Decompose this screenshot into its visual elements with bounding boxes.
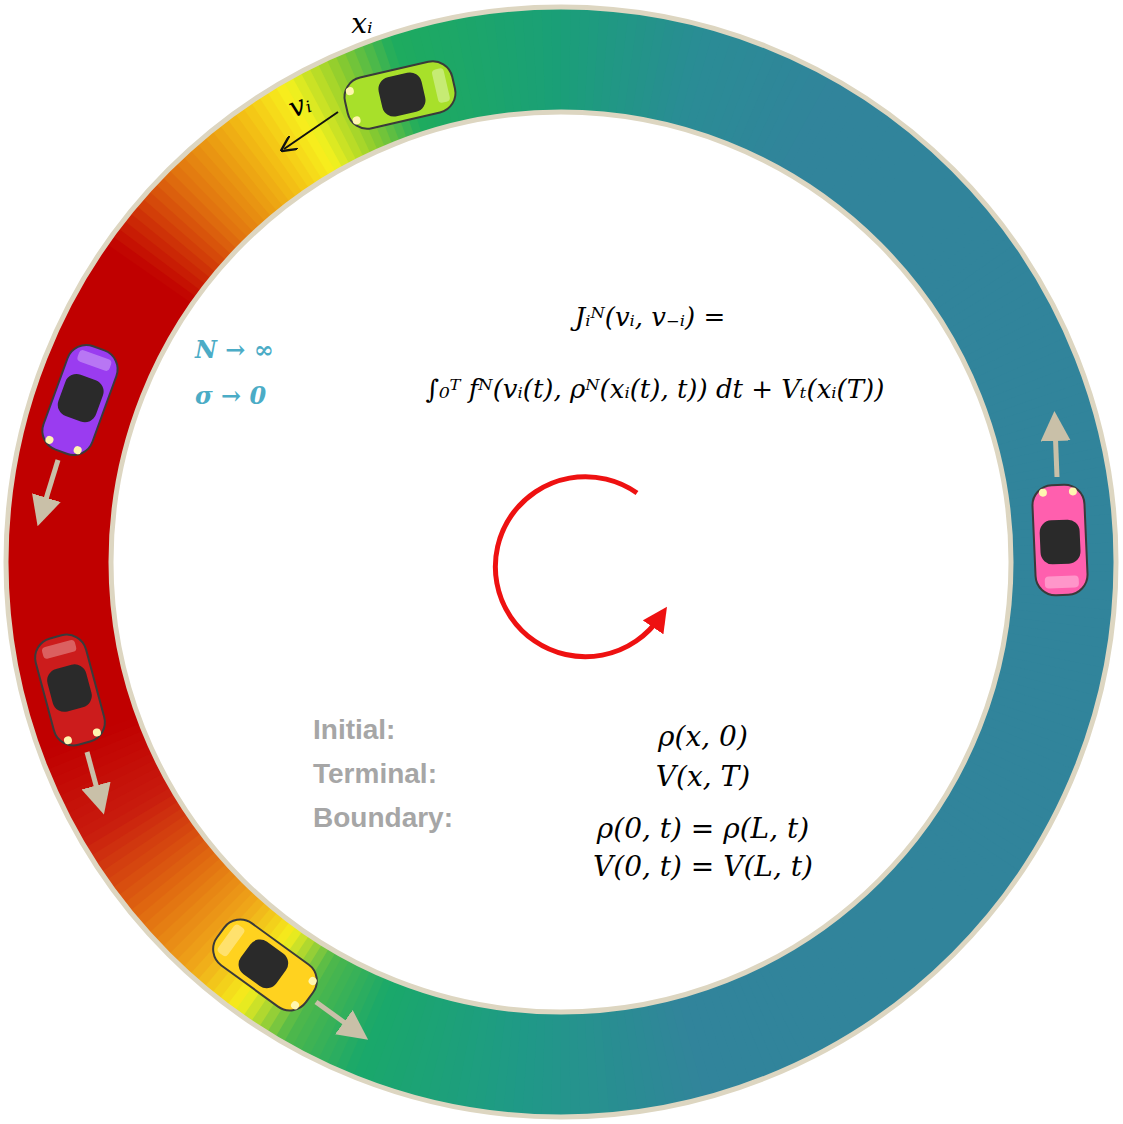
condition-formula: V(x, T): [656, 760, 750, 794]
motion-arrow: [316, 1002, 356, 1031]
car: [31, 630, 110, 750]
position-label: xᵢ: [351, 7, 372, 41]
motion-arrow: [42, 460, 58, 512]
condition-heading: Initial:: [313, 713, 395, 747]
motion-arrow: [87, 752, 100, 800]
car: [37, 339, 123, 460]
limit-label: N → ∞: [195, 336, 274, 365]
ring-outer-edge: [6, 7, 1116, 1117]
car: [205, 912, 325, 1019]
velocity-label: vᵢ: [284, 87, 316, 126]
ring-road: [59, 60, 1064, 1065]
limit-label: σ → 0: [195, 382, 266, 411]
car: [341, 57, 460, 132]
ring-inner-edge: [111, 112, 1011, 1012]
condition-formula: ρ(0, t) = ρ(L, t): [597, 812, 809, 846]
cost-formula: ∫₀ᵀ fᴺ(vᵢ(t), ρᴺ(xᵢ(t), t)) dt + Vₜ(xᵢ(T…: [426, 374, 885, 405]
cost-formula: Jᵢᴺ(vᵢ, v₋ᵢ) =: [575, 302, 725, 333]
condition-heading: Boundary:: [313, 801, 453, 835]
condition-heading: Terminal:: [313, 757, 437, 791]
circulation-arrow: [495, 477, 660, 657]
car: [1032, 484, 1089, 596]
motion-arrow: [1055, 426, 1057, 477]
condition-formula: V(0, t) = V(L, t): [593, 850, 813, 884]
condition-formula: ρ(x, 0): [658, 720, 748, 754]
